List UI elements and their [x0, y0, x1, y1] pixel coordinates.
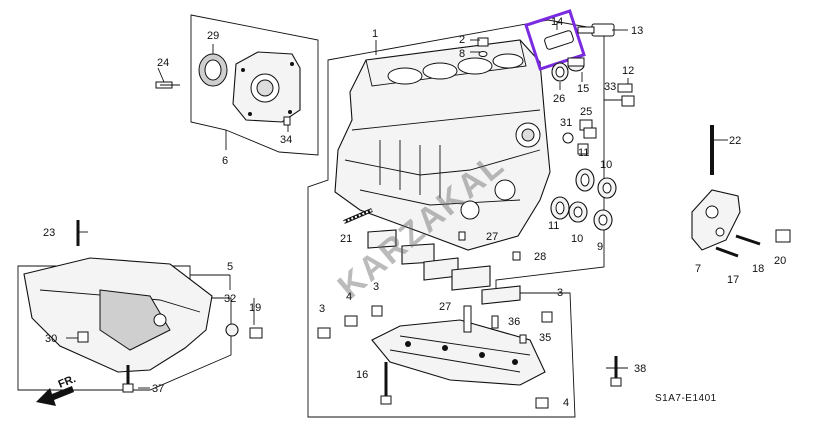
callout-30: 30 — [45, 333, 57, 345]
callout-15: 15 — [577, 83, 589, 95]
callout-33: 33 — [604, 81, 616, 93]
bolt-17 — [715, 246, 739, 258]
callout-27-lower: 27 — [439, 301, 451, 313]
diagram-code: S1A7-E1401 — [655, 393, 717, 404]
bolt-31b — [583, 127, 597, 139]
bearing-caps — [367, 229, 521, 305]
callout-25: 25 — [580, 106, 592, 118]
callout-10-lower: 10 — [571, 233, 583, 245]
drain-bolt-30 — [77, 331, 89, 343]
dowel-36 — [491, 315, 499, 329]
bush-10-upper — [597, 177, 617, 199]
callout-4-lower: 4 — [563, 397, 569, 409]
callout-11-upper: 11 — [578, 147, 589, 159]
bush-11-lower — [550, 196, 570, 220]
leader-lines — [66, 22, 728, 389]
callout-6: 6 — [222, 155, 228, 167]
bush-11-upper — [575, 168, 595, 192]
bolt-4-lower — [535, 397, 549, 409]
callout-9: 9 — [597, 241, 603, 253]
stud-21 — [343, 208, 373, 224]
callout-10-upper: 10 — [600, 159, 612, 171]
bolt-38 — [610, 356, 622, 387]
sealing-washer-8 — [477, 37, 489, 57]
callout-37: 37 — [152, 383, 164, 395]
sensor-14 — [544, 30, 574, 50]
callout-8: 8 — [459, 48, 465, 60]
callout-34: 34 — [280, 134, 292, 146]
callout-23: 23 — [43, 227, 55, 239]
cylinder-block — [334, 39, 551, 251]
callout-27-upper: 27 — [486, 231, 498, 243]
housing-dowel — [283, 116, 291, 126]
callout-31: 31 — [560, 117, 572, 129]
bush-9 — [593, 209, 613, 231]
plug-15 — [567, 57, 585, 72]
callout-26: 26 — [553, 93, 565, 105]
bolt-16 — [380, 362, 392, 405]
callout-14: 14 — [551, 16, 563, 28]
bolt-3-left — [317, 327, 331, 339]
washer-31 — [562, 132, 574, 144]
dowel-28 — [512, 251, 521, 261]
bolt-24 — [155, 81, 180, 89]
callout-12: 12 — [622, 65, 634, 77]
callout-11-lower: 11 — [548, 220, 559, 232]
callout-17: 17 — [727, 274, 739, 286]
washer-35 — [519, 334, 527, 344]
callout-1: 1 — [372, 28, 378, 40]
highlight-box — [524, 9, 586, 71]
dowel-27-upper — [458, 231, 466, 241]
bolt-18 — [735, 234, 761, 246]
callout-29: 29 — [207, 30, 219, 42]
oil-seal-housing — [232, 51, 301, 123]
callout-7: 7 — [695, 263, 701, 275]
callout-22: 22 — [729, 135, 741, 147]
callout-4-upper: 4 — [346, 291, 352, 303]
callout-38: 38 — [634, 363, 646, 375]
callout-28: 28 — [534, 251, 546, 263]
bolt-25b — [577, 143, 589, 155]
callout-5: 5 — [227, 261, 233, 273]
callout-32: 32 — [224, 293, 236, 305]
engine-bracket — [691, 189, 741, 251]
washer-32 — [225, 323, 239, 337]
callout-21: 21 — [340, 233, 352, 245]
callout-3-right: 3 — [557, 287, 563, 299]
oil-seal-housing-frame — [190, 14, 319, 156]
callout-35: 35 — [539, 332, 551, 344]
bedplate — [371, 319, 546, 386]
front-label: FR. — [57, 373, 78, 391]
bolt-20 — [775, 229, 791, 243]
callout-13: 13 — [631, 25, 643, 37]
callout-18: 18 — [752, 263, 764, 275]
bolt-4-upper — [344, 315, 358, 327]
oil-pan — [23, 257, 213, 373]
oil-seal — [198, 53, 228, 87]
dowel-27-lower — [463, 305, 472, 333]
bolt-3-right — [541, 311, 553, 323]
bolt-12 — [617, 83, 633, 93]
bolt-37 — [122, 365, 134, 393]
callout-36: 36 — [508, 316, 520, 328]
bolt-19 — [249, 327, 263, 339]
callout-16: 16 — [356, 369, 368, 381]
callout-3-mid: 3 — [373, 281, 379, 293]
bolt-33 — [621, 95, 635, 107]
front-arrow-icon — [36, 386, 74, 406]
bush-10-lower — [568, 201, 588, 223]
callout-2: 2 — [459, 34, 465, 46]
callout-19: 19 — [249, 302, 261, 314]
sensor-13 — [577, 23, 615, 37]
callout-24: 24 — [157, 57, 169, 69]
plug-26 — [551, 62, 569, 82]
callout-20: 20 — [774, 255, 786, 267]
callout-3-left: 3 — [319, 303, 325, 315]
bolt-3-mid — [371, 305, 383, 317]
